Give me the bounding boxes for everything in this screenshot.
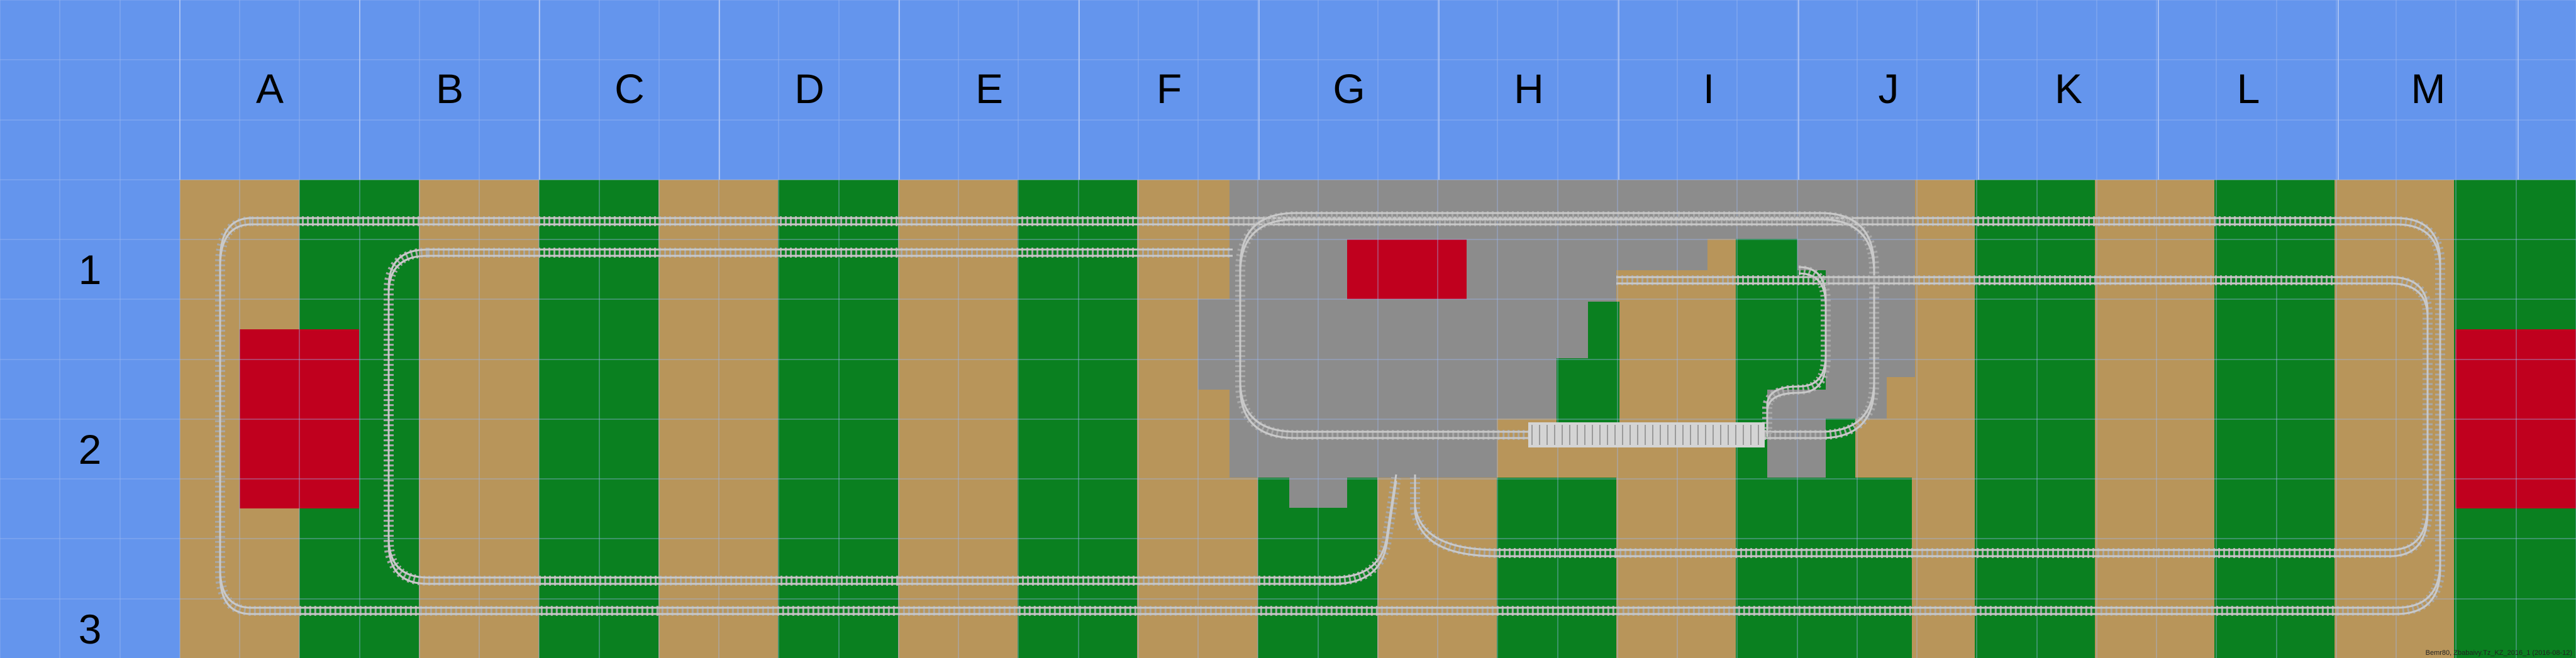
track-inner-left-loop-rail-b <box>387 255 1397 585</box>
column-label: G <box>1333 65 1365 112</box>
row-label: 1 <box>78 246 102 293</box>
track-station-oval-rail-a <box>1239 212 1875 433</box>
track-right-branch-rail-a <box>1414 276 2429 551</box>
track-station-hook <box>1762 265 1831 434</box>
column-label: I <box>1702 65 1715 112</box>
column-label: A <box>255 65 284 112</box>
footer-note: Bemr80, Zbabaivy.Tz_KZ_2016_1 (2016-08-1… <box>2425 649 2572 657</box>
track-inner-left-loop-rail-a <box>387 248 1397 579</box>
column-label: H <box>1514 65 1544 112</box>
track-right-branch <box>1410 275 2433 558</box>
column-label: E <box>975 65 1004 112</box>
column-label: M <box>2411 65 2446 112</box>
row-label: 2 <box>78 426 102 473</box>
grass-patch <box>1497 478 1616 658</box>
track-outer-loop-rail-a <box>219 217 2441 609</box>
column-label: L <box>2236 65 2260 112</box>
track-station-hook-rail-a <box>1766 266 1827 430</box>
column-label: J <box>1878 65 1899 112</box>
column-label: C <box>614 65 645 112</box>
column-label: K <box>2054 65 2083 112</box>
track-layer <box>215 211 2445 616</box>
track-station-oval-rail-b <box>1239 218 1875 439</box>
track-right-branch-rail-b <box>1414 282 2429 557</box>
station-platform-track <box>1528 422 1765 447</box>
track-inner-left-loop <box>384 248 1401 586</box>
column-label: B <box>435 65 464 112</box>
track-outer-loop <box>215 216 2445 616</box>
column-label: F <box>1156 65 1182 112</box>
building-station <box>1347 239 1467 299</box>
column-label: D <box>794 65 824 112</box>
row-label: 3 <box>78 606 102 652</box>
track-station-hook-rail-b <box>1766 272 1827 437</box>
track-outer-loop-rail-b <box>219 223 2441 615</box>
grass-patch <box>1855 478 1912 658</box>
track-station-oval <box>1235 211 1879 440</box>
